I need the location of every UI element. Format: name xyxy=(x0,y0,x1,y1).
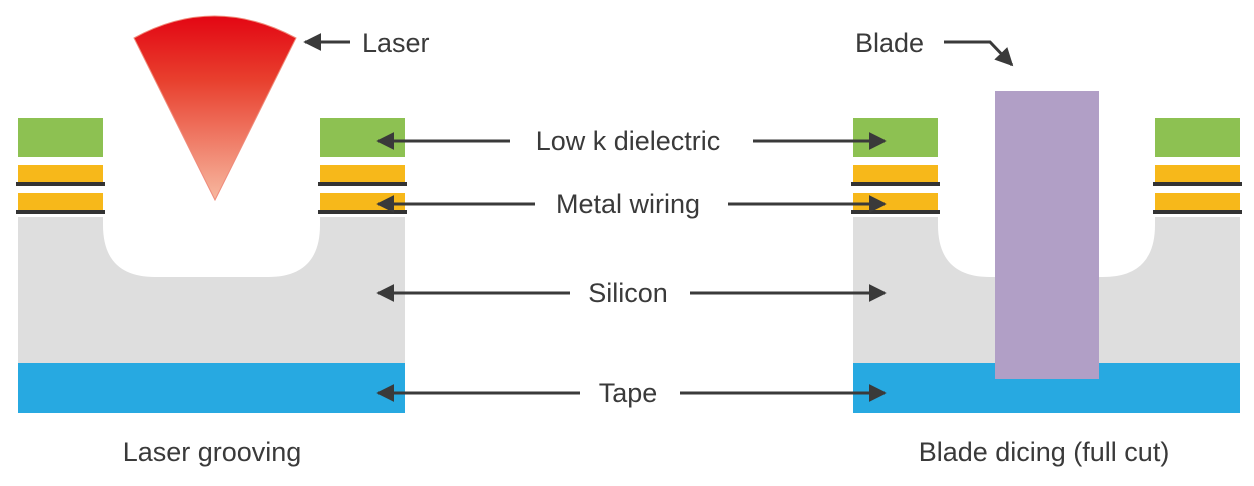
metal-layer xyxy=(853,165,938,182)
wire-line xyxy=(851,210,940,214)
left-silicon-layer xyxy=(18,217,405,363)
metal-layer xyxy=(853,193,938,210)
blade-arrow xyxy=(944,40,1014,67)
silicon-label: Silicon xyxy=(588,278,668,308)
wire-line xyxy=(318,182,407,186)
metal-layer xyxy=(1155,193,1240,210)
laser-beam-icon xyxy=(133,15,297,202)
blade-icon xyxy=(995,91,1099,379)
right-stack-left xyxy=(851,118,940,214)
low-k-label: Low k dielectric xyxy=(536,126,721,156)
left-stack-left xyxy=(16,118,105,214)
blade-dicing-structure xyxy=(851,91,1242,413)
right-caption: Blade dicing (full cut) xyxy=(919,437,1170,467)
wire-line xyxy=(16,210,105,214)
wire-line xyxy=(851,182,940,186)
left-tape-layer xyxy=(18,363,405,413)
tape-label: Tape xyxy=(599,378,658,408)
metal-layer xyxy=(18,193,103,210)
laser-grooving-structure xyxy=(16,15,407,413)
metal-layer xyxy=(1155,165,1240,182)
low-k-layer xyxy=(853,118,938,157)
metal-layer xyxy=(18,165,103,182)
metal-layer xyxy=(320,165,405,182)
low-k-layer xyxy=(1155,118,1240,157)
laser-label: Laser xyxy=(362,28,430,58)
blade-label: Blade xyxy=(855,28,924,58)
low-k-layer xyxy=(18,118,103,157)
metal-layer xyxy=(320,193,405,210)
right-stack-right xyxy=(1153,118,1242,214)
metal-wiring-label: Metal wiring xyxy=(556,189,700,219)
left-caption: Laser grooving xyxy=(123,437,302,467)
left-stack-right xyxy=(318,118,407,214)
wire-line xyxy=(16,182,105,186)
arrows xyxy=(303,33,1014,402)
wire-line xyxy=(1153,182,1242,186)
wire-line xyxy=(1153,210,1242,214)
wire-line xyxy=(318,210,407,214)
low-k-layer xyxy=(320,118,405,157)
